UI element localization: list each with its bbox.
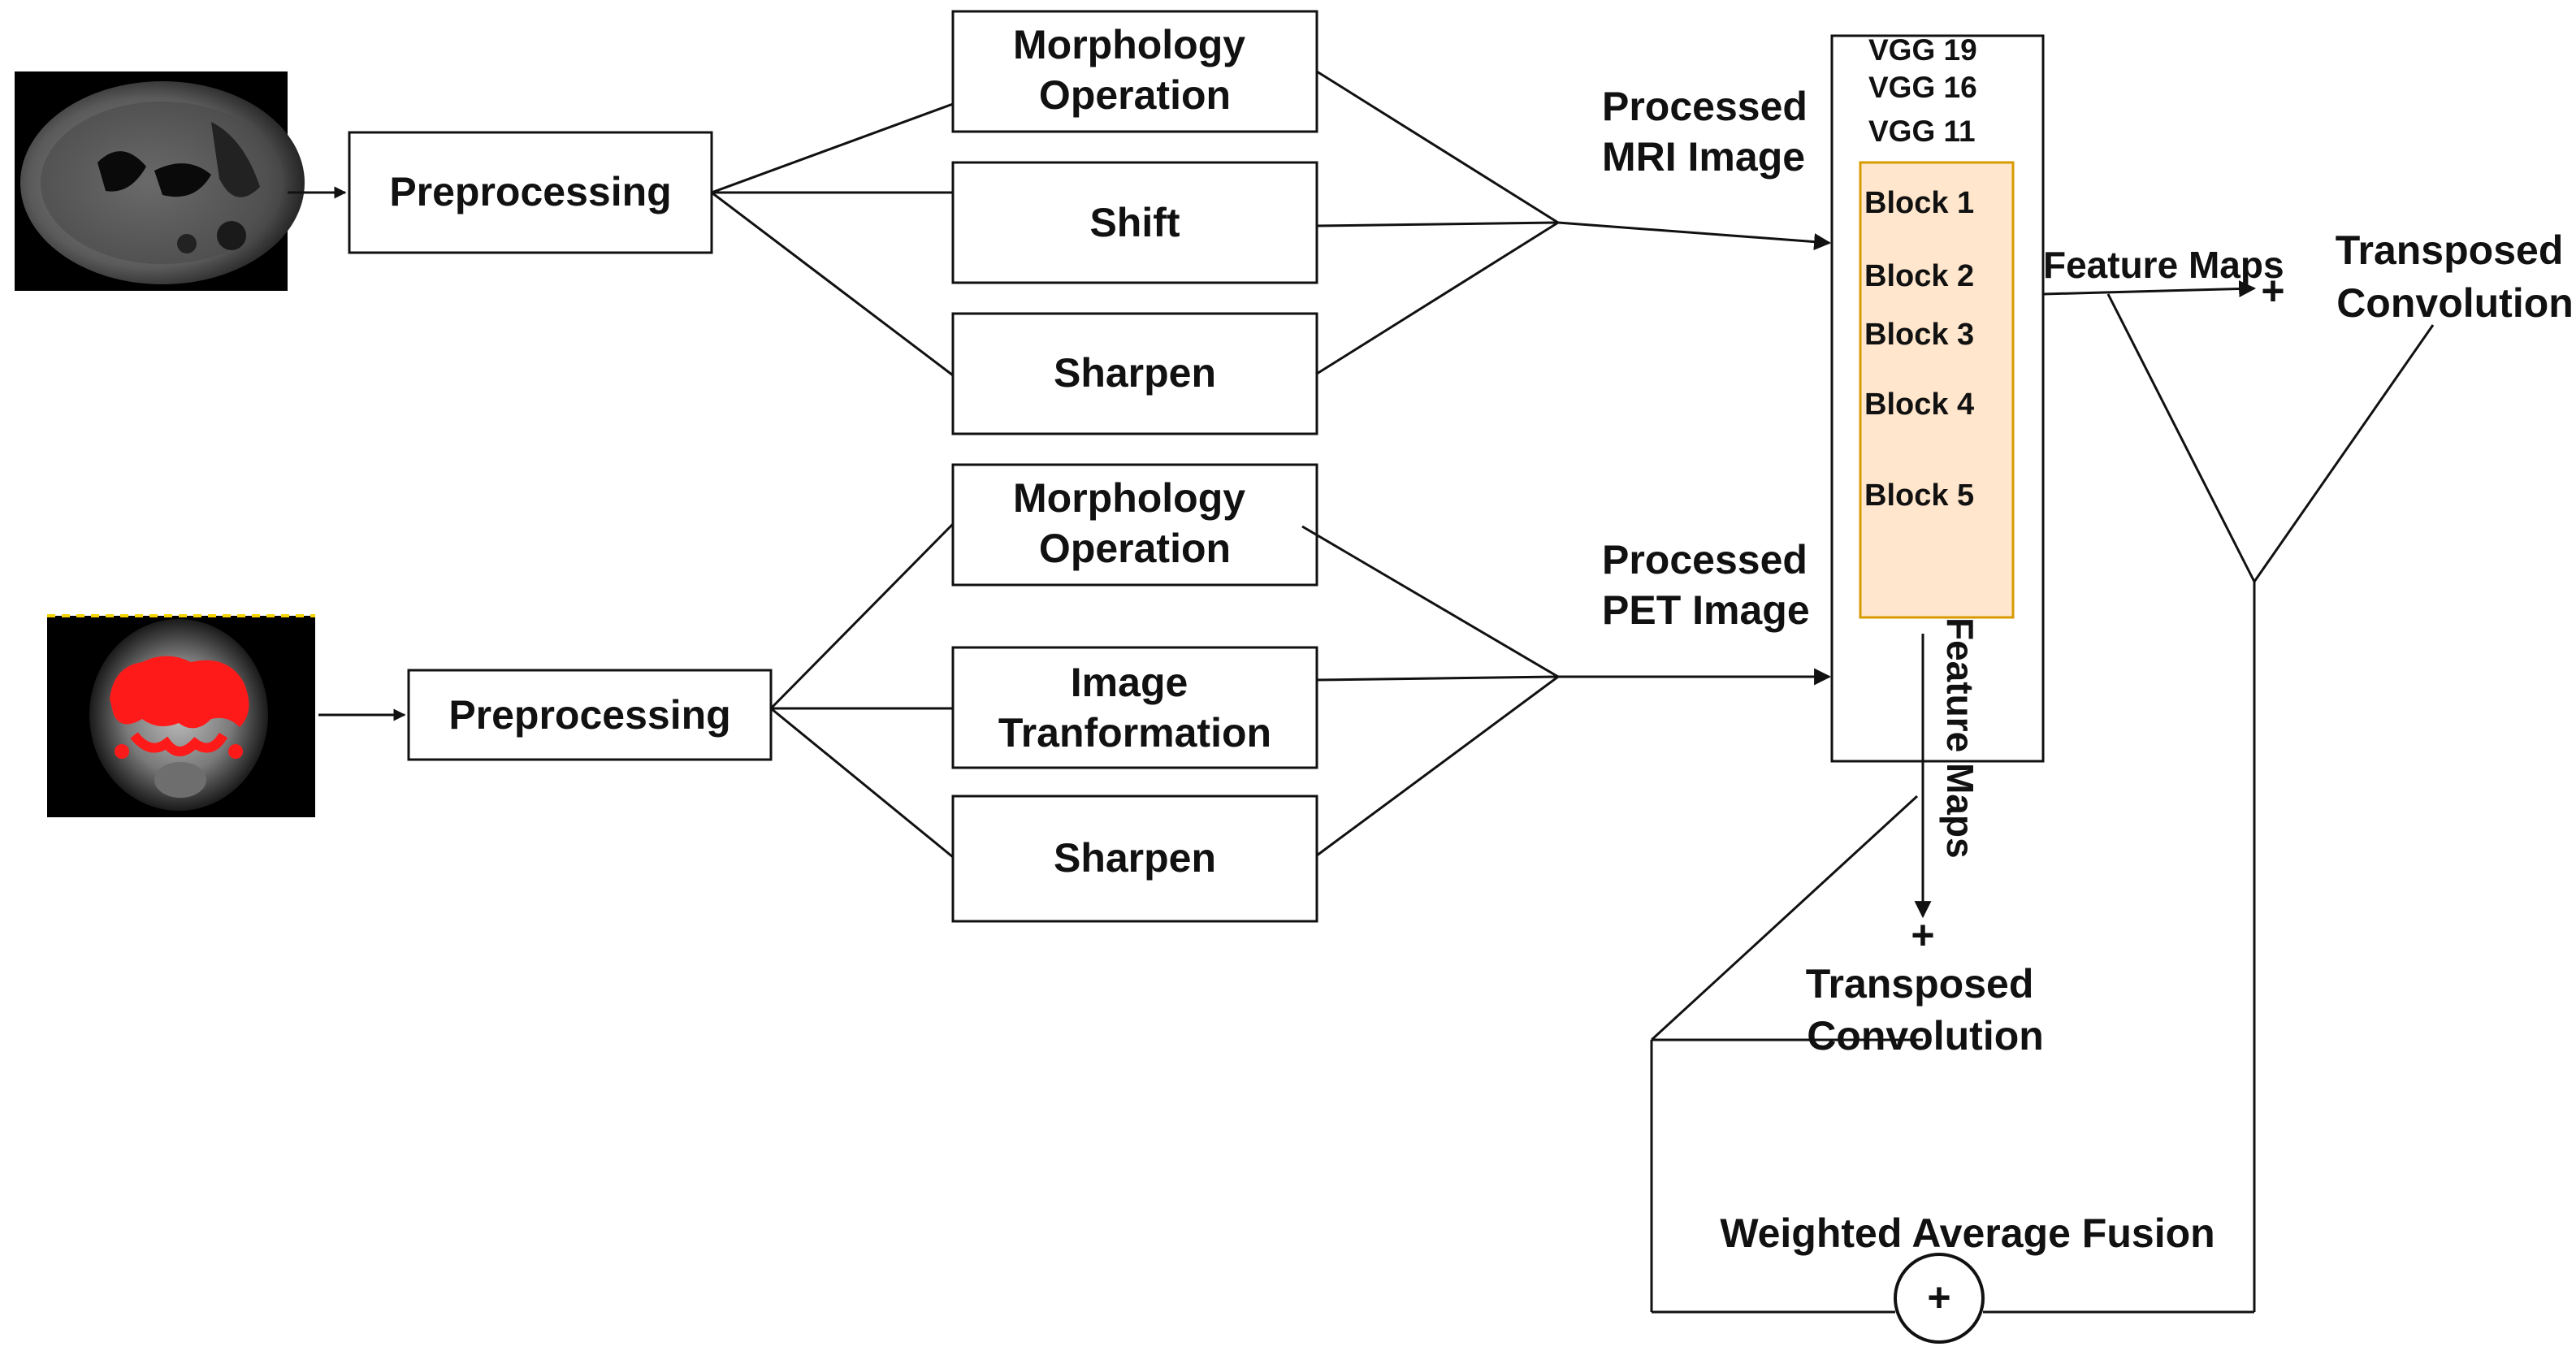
- feature-maps-right-label: Feature Maps: [2043, 244, 2284, 286]
- fusion-label: Weighted Average Fusion: [1720, 1210, 2214, 1256]
- mri-connector-1: [711, 102, 954, 194]
- mri-morphology-label: Morphology Operation: [1013, 22, 1257, 118]
- vgg11-label: VGG 11: [1868, 115, 1976, 148]
- mri-sharpen-label: Sharpen: [1054, 350, 1216, 396]
- block-5-label: Block 5: [1864, 478, 1974, 513]
- right-v-right: [2253, 324, 2435, 582]
- pet-merge-1: [1301, 525, 1559, 678]
- mri-merge-3: [1316, 221, 1559, 375]
- block-4-label: Block 4: [1864, 388, 1974, 422]
- mri-sharpen-box[interactable]: Sharpen: [951, 312, 1318, 435]
- fusion-node[interactable]: +: [1894, 1253, 1985, 1344]
- right-v-left: [2106, 293, 2256, 582]
- plus-top-right: +: [2261, 268, 2284, 314]
- pet-transformation-label: Image Tranformation: [998, 660, 1271, 756]
- mri-morphology-box[interactable]: Morphology Operation: [951, 10, 1318, 133]
- processed-mri-label: Processed MRI Image: [1602, 84, 1819, 180]
- mri-morphology-line1: Morphology: [1013, 22, 1245, 67]
- pet-morphology-line2: Operation: [1039, 526, 1231, 571]
- mri-scan-image: [15, 71, 305, 291]
- mri-preprocessing-label: Preprocessing: [389, 169, 671, 214]
- transposed-conv-bottom-line2: Convolution: [1807, 1013, 2044, 1059]
- plus-bottom: +: [1911, 912, 1934, 958]
- block-2-label: Block 2: [1864, 259, 1974, 293]
- transposed-conv-bottom-line1: Transposed: [1806, 961, 2034, 1007]
- pet-sharpen-label: Sharpen: [1054, 835, 1216, 881]
- pet-transformation-box[interactable]: Image Tranformation: [951, 646, 1318, 769]
- transposed-conv-bottom-label: Transposed Convolution: [1806, 961, 2046, 1059]
- pet-merge-2: [1316, 675, 1559, 682]
- pet-scan-image: [47, 614, 315, 817]
- pet-transformation-line1: Image: [1071, 660, 1188, 705]
- vgg-backbone[interactable]: VGG 19 VGG 16 VGG 11 Block 1 Block 2 Blo…: [1830, 33, 2045, 763]
- pet-sharpen-box[interactable]: Sharpen: [951, 795, 1318, 923]
- transposed-conv-right-line1: Transposed: [2336, 227, 2564, 273]
- mri-merge-1: [1316, 70, 1559, 224]
- processed-pet-line2: PET Image: [1602, 587, 1810, 633]
- pet-transformation-line2: Tranformation: [998, 710, 1271, 756]
- pet-preprocessing-box[interactable]: Preprocessing: [407, 669, 773, 761]
- block-1-label: Block 1: [1864, 186, 1974, 220]
- mri-merge-2: [1316, 221, 1559, 227]
- vgg19-label: VGG 19: [1868, 33, 1977, 67]
- processed-mri-line2: MRI Image: [1602, 134, 1805, 180]
- mri-shift-box[interactable]: Shift: [951, 161, 1318, 284]
- mri-shift-label: Shift: [1089, 200, 1180, 245]
- pet-morphology-line1: Morphology: [1013, 475, 1245, 521]
- pet-connector-1: [769, 522, 955, 710]
- processed-mri-line1: Processed: [1602, 84, 1808, 129]
- mri-preprocessing-box[interactable]: Preprocessing: [348, 131, 713, 254]
- mri-connector-3: [711, 191, 954, 377]
- pet-morphology-box[interactable]: Morphology Operation: [951, 463, 1318, 587]
- pet-merge-3: [1316, 675, 1559, 857]
- vgg16-label: VGG 16: [1868, 71, 1977, 104]
- left-diagonal-line: [1650, 795, 1919, 1041]
- pet-preprocessing-label: Preprocessing: [448, 692, 730, 738]
- mri-to-vgg-arrow: [1557, 221, 1832, 251]
- fusion-circle: [1894, 1253, 1985, 1344]
- transposed-conv-right-line2: Convolution: [2336, 280, 2574, 326]
- fusion-plus: +: [1927, 1275, 1950, 1320]
- block-3-label: Block 3: [1864, 318, 1974, 352]
- mri-morphology-line2: Operation: [1039, 72, 1231, 118]
- vgg-blocks-container: [1859, 161, 2015, 619]
- feature-maps-right-arrow: [2042, 280, 2257, 298]
- processed-pet-line1: Processed: [1602, 537, 1808, 582]
- pet-morphology-label: Morphology Operation: [1013, 475, 1257, 571]
- processed-pet-label: Processed PET Image: [1602, 537, 1819, 633]
- pet-connector-3: [770, 707, 954, 859]
- feature-maps-down-label: Feature Maps: [1939, 617, 1981, 859]
- transposed-conv-right-label: Transposed Convolution: [2336, 227, 2575, 326]
